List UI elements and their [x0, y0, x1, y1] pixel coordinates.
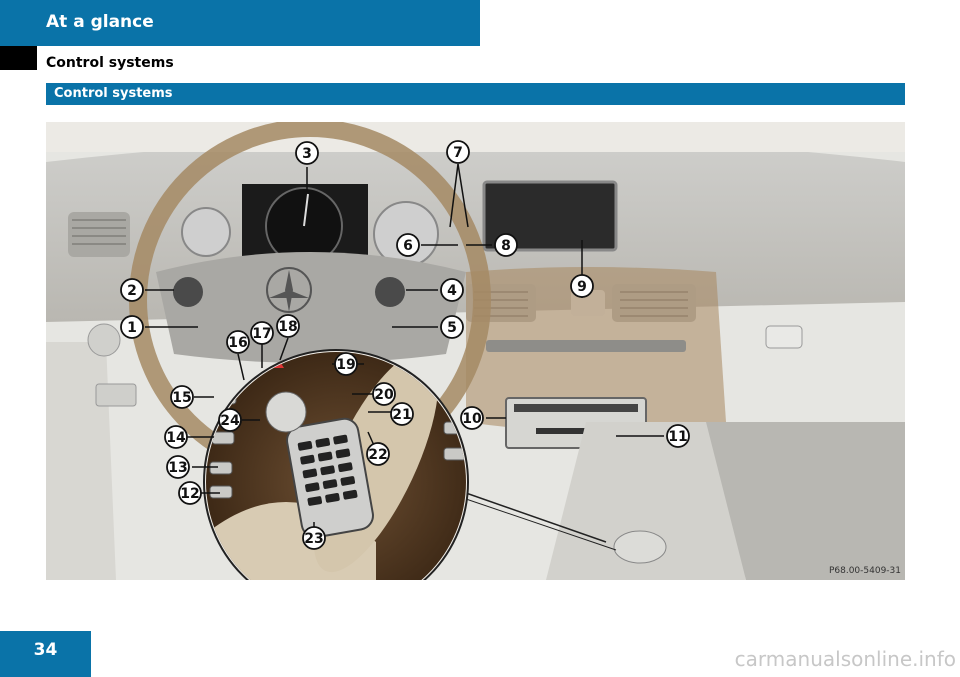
chapter-tab-marker	[0, 46, 37, 70]
section-title: Control systems	[46, 55, 174, 71]
callout-13: 13	[168, 460, 187, 476]
callout-19: 19	[336, 357, 355, 373]
cockpit-figure: 1 2 3 4 5 6 7 8 9 10 11 12 13 14 15 16 1…	[46, 122, 905, 580]
callout-6: 6	[403, 238, 413, 254]
page-number: 34	[33, 640, 58, 660]
callout-18: 18	[278, 319, 297, 335]
callout-layer: 1 2 3 4 5 6 7 8 9 10 11 12 13 14 15 16 1…	[120, 140, 690, 550]
figure-code: P68.00-5409-31	[828, 566, 901, 576]
callout-10: 10	[462, 411, 482, 427]
callout-17: 17	[252, 326, 271, 342]
callout-14: 14	[166, 430, 186, 446]
callout-20: 20	[374, 387, 394, 403]
callout-15: 15	[172, 390, 191, 406]
callout-1: 1	[127, 320, 137, 336]
callout-24: 24	[220, 413, 240, 429]
callout-5: 5	[447, 320, 457, 336]
callout-12: 12	[180, 486, 199, 502]
callout-22: 22	[368, 447, 387, 463]
watermark: carmanualsonline.info	[734, 647, 956, 671]
callout-16: 16	[228, 335, 247, 351]
callout-3: 3	[302, 146, 312, 162]
callout-7: 7	[453, 145, 463, 161]
callout-8: 8	[501, 238, 511, 254]
callout-23: 23	[304, 531, 323, 547]
callout-9: 9	[577, 279, 587, 295]
callout-2: 2	[127, 283, 137, 299]
callout-11: 11	[668, 429, 687, 445]
callout-21: 21	[392, 407, 411, 423]
callout-4: 4	[447, 283, 457, 299]
chapter-header: At a glance	[0, 0, 480, 46]
subheading-bar: Control systems	[46, 83, 905, 105]
chapter-title: At a glance	[46, 12, 154, 32]
subheading-label: Control systems	[54, 86, 173, 101]
page-number-box: 34	[0, 631, 91, 677]
